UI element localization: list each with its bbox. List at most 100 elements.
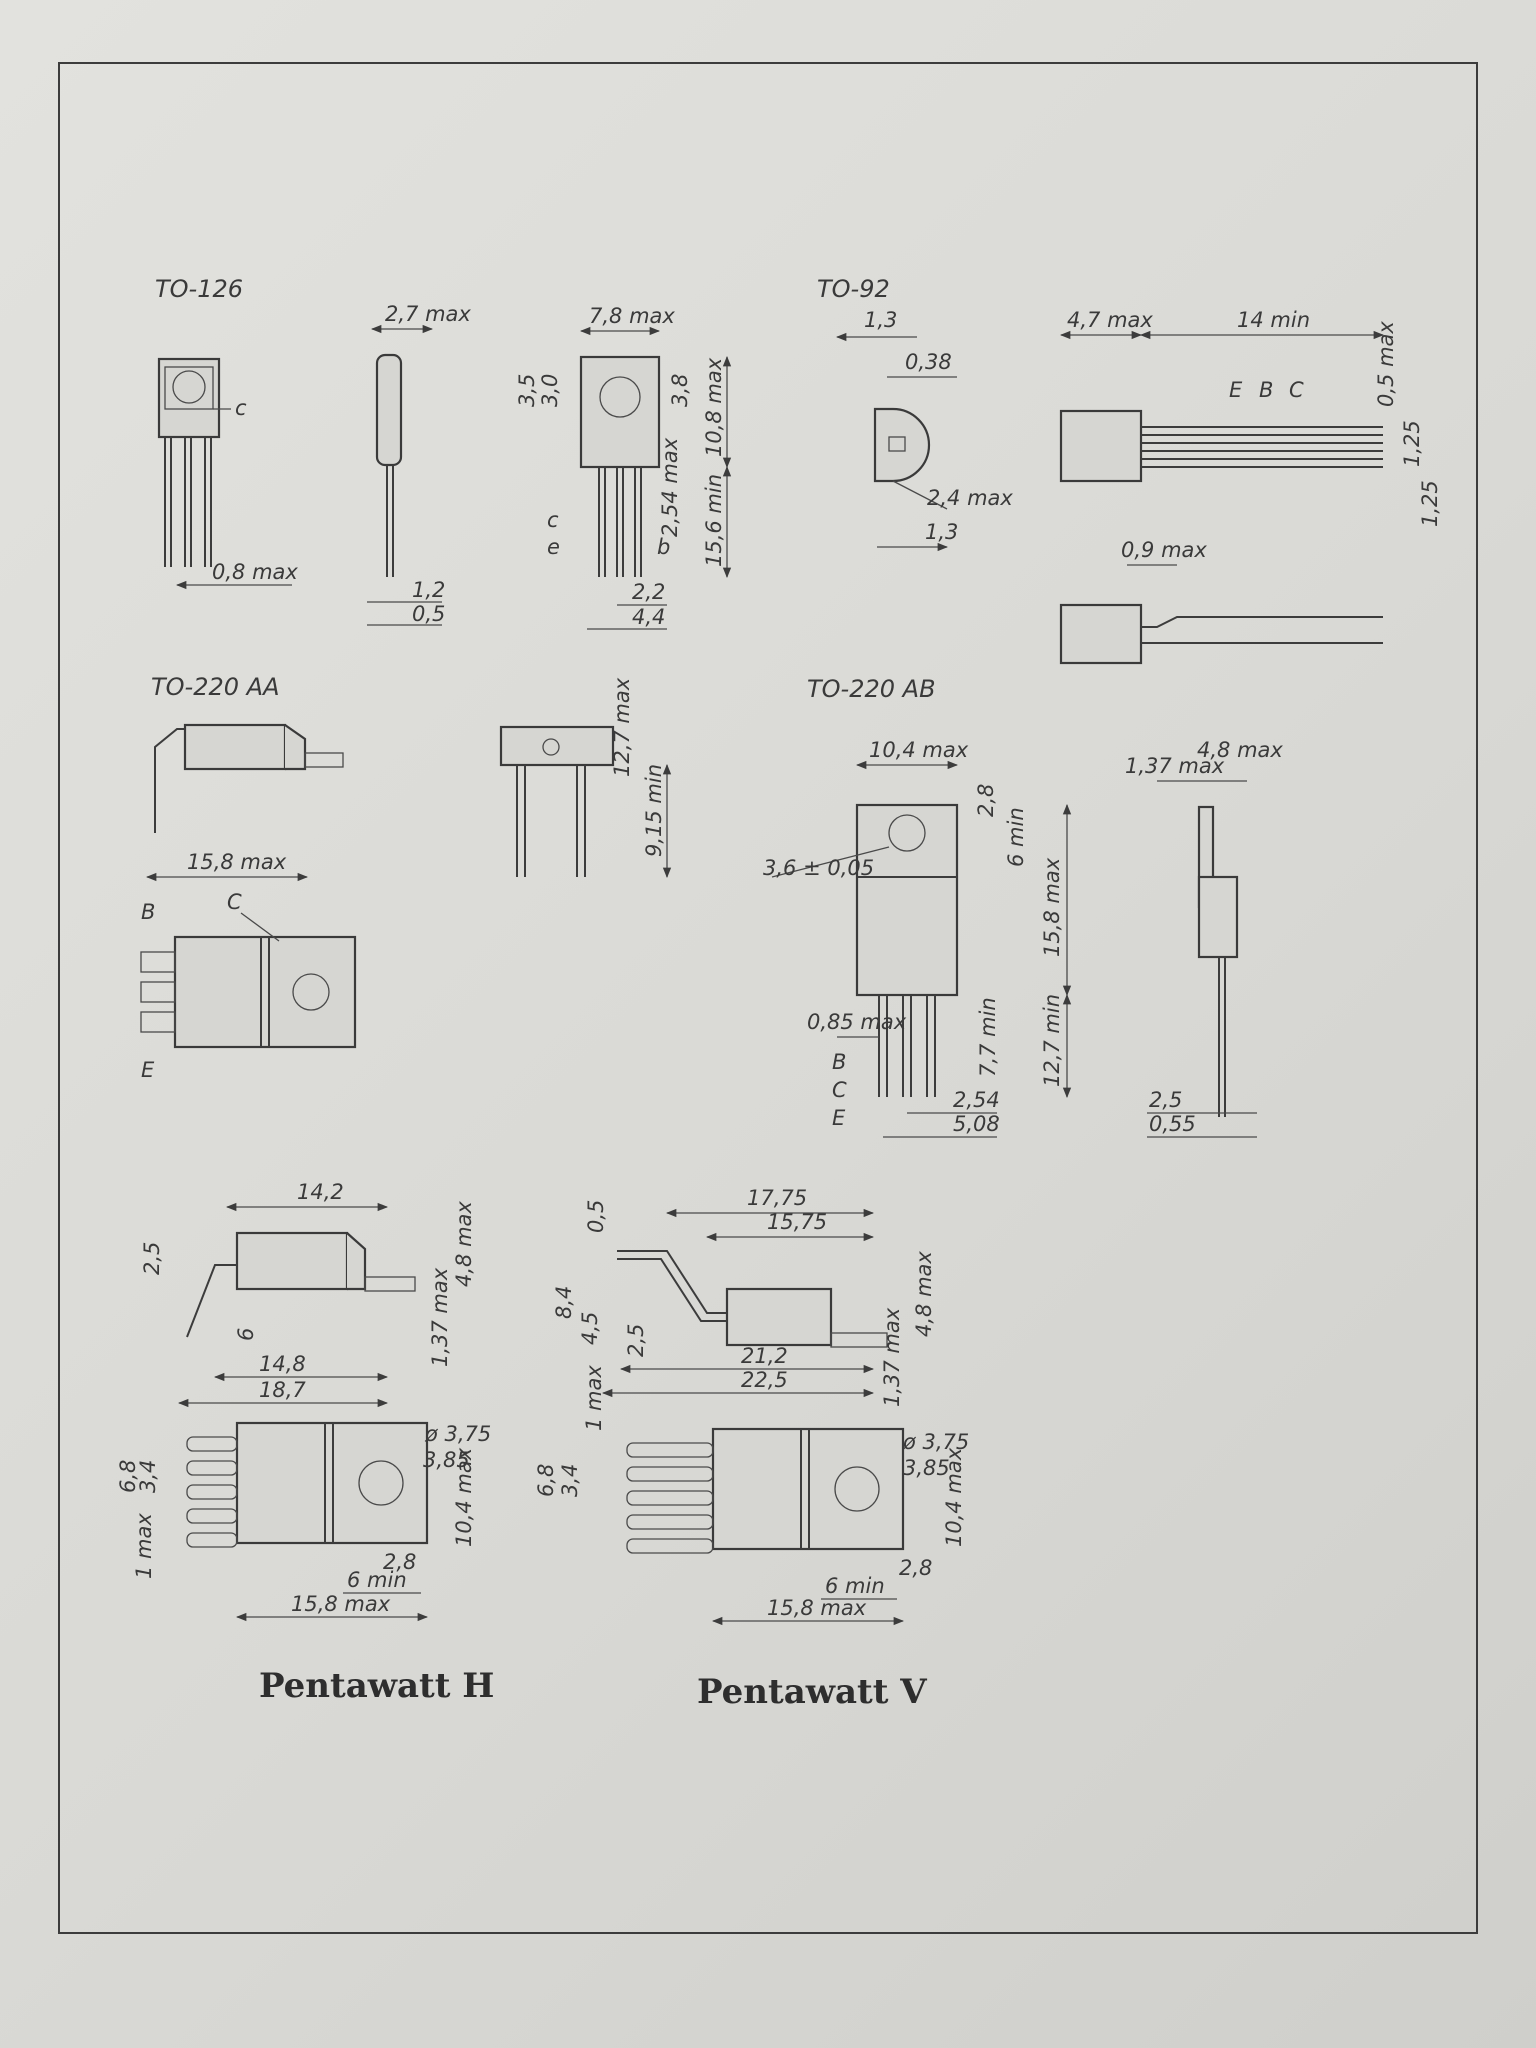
to220aa-top-body [173, 935, 357, 1049]
pwh-dim-2-5: 2,5 [140, 1242, 164, 1275]
to220aa-pin-b: B [141, 900, 155, 924]
to220ab-dim-15-8: 15,8 max [1040, 857, 1064, 957]
to92-pin-b: B [1259, 378, 1273, 402]
to220aa-dim-9-15: 9,15 min [642, 764, 666, 857]
pwh-dim-3-4: 3,4 [136, 1460, 160, 1493]
to220ab-mounting-hole [888, 814, 926, 852]
to220ab-dim-12-7: 12,7 min [1040, 994, 1064, 1087]
to126-mounting-hole [172, 370, 206, 404]
to126-pin-e: e [547, 535, 560, 559]
to220ab-dim-2-54: 2,54 [953, 1088, 1000, 1112]
to220ab-dim-1-37: 1,37 max [1125, 754, 1225, 778]
to220aa-dim-15-8: 15,8 max [187, 850, 287, 874]
pwh-dim-2-8: 2,8 [383, 1550, 416, 1574]
to220aa-end-body [499, 725, 615, 767]
to126-dim-height: 10,8 max [702, 357, 726, 457]
pwh-dim-10-4: 10,4 max [452, 1447, 476, 1547]
pwv-caption: Pentawatt V [697, 1672, 927, 1712]
pwh-side-body [235, 1231, 349, 1291]
to220aa-pin-c: C [227, 890, 242, 914]
to220aa-pin-e: E [141, 1058, 155, 1082]
to126-side-body [375, 353, 403, 467]
to220ab-pin-c: C [832, 1078, 847, 1102]
to220ab-dim-5-08: 5,08 [953, 1112, 1000, 1136]
pwv-side-body [725, 1287, 833, 1347]
pwh-dim-1-37: 1,37 max [428, 1267, 452, 1367]
pentawatt-v-group: 0,5 17,75 15,75 4,8 max 8,4 4,5 2,5 21,2… [534, 1186, 969, 1712]
to126-dim-lead-length: 15,6 min [702, 474, 726, 567]
to92-dim-4-7: 4,7 max [1067, 308, 1153, 332]
to126-pin-b: b [657, 535, 670, 559]
to220ab-dim-6-min: 6 min [1004, 807, 1028, 867]
to126-dim-3-0: 3,0 [538, 374, 562, 407]
pwv-dim-6-8: 6,8 [534, 1464, 558, 1497]
to220aa-title: TO-220 AA [151, 673, 279, 701]
to126-dim-3-5: 3,5 [515, 374, 539, 407]
pwh-caption: Pentawatt H [259, 1666, 494, 1706]
pwh-dim-14-2: 14,2 [297, 1180, 344, 1204]
to126-title: TO-126 [155, 275, 243, 303]
to220ab-dim-2-8: 2,8 [974, 784, 998, 817]
to126-pin-c: c [547, 508, 559, 532]
to220ab-dim-4-8: 4,8 max [1197, 738, 1283, 762]
to92-dim-1-3-top: 1,3 [864, 308, 897, 332]
to126-group: TO-126 c 0,8 max 2,7 m [155, 275, 732, 630]
to92-bent-body [1059, 603, 1143, 665]
pwh-dim-15-8: 15,8 max [291, 1592, 391, 1616]
to220ab-dim-2-5: 2,5 [1149, 1088, 1182, 1112]
to220ab-front-body [855, 803, 959, 997]
to220ab-group: TO-220 AB 10,4 max 2,8 6 min 3,6 ± 0,05 … [763, 675, 1283, 1138]
pwh-dim-6: 6 [234, 1328, 258, 1341]
to92-end-body [873, 407, 931, 483]
to126-dim-body [579, 355, 661, 469]
pwv-dim-4-8: 4,8 max [912, 1251, 936, 1337]
to92-dim-14-min: 14 min [1237, 308, 1310, 332]
pwh-dim-1-max: 1 max [132, 1513, 156, 1579]
to92-dim-0-5: 0,5 max [1374, 321, 1398, 407]
pwh-dim-3-85: 3,85 [423, 1448, 470, 1472]
to92-dim-1-25-b: 1,25 [1418, 480, 1442, 527]
pwv-dim-8-4: 8,4 [552, 1286, 576, 1319]
to126-dim-2-2: 2,2 [632, 580, 665, 604]
pwv-dim-0-5: 0,5 [584, 1200, 608, 1233]
to126-dim-0-5: 0,5 [412, 602, 445, 626]
to126-dim-thickness: 2,7 max [385, 302, 471, 326]
to220ab-dim-width: 10,4 max [869, 738, 969, 762]
to220ab-pin-e: E [832, 1106, 846, 1130]
to126-dim-1-2: 1,2 [412, 578, 445, 602]
to126-dim-lead: 0,8 max [212, 560, 298, 584]
to220aa-dim-12-7: 12,7 max [610, 677, 634, 777]
to92-dim-2-4: 2,4 max [927, 486, 1013, 510]
to92-title: TO-92 [817, 275, 890, 303]
pwh-dim-hole: ø 3,75 [424, 1422, 491, 1446]
pwv-dim-15-75: 15,75 [767, 1210, 827, 1234]
pwv-dim-21-2: 21,2 [741, 1344, 788, 1368]
to220ab-pin-b: B [832, 1050, 846, 1074]
pwv-dim-6-min: 6 min [825, 1574, 885, 1598]
pwv-dim-10-4: 10,4 max [942, 1447, 966, 1547]
pwv-dim-22-5: 22,5 [741, 1368, 788, 1392]
pwv-dim-4-5: 4,5 [578, 1312, 602, 1345]
to92-dim-1-3-bottom: 1,3 [925, 520, 958, 544]
frame-border [58, 62, 1478, 1934]
pwv-dim-15-8: 15,8 max [767, 1596, 867, 1620]
to220ab-dim-hole: 3,6 ± 0,05 [763, 856, 874, 880]
pwh-dim-14-8: 14,8 [259, 1352, 306, 1376]
pwv-dim-hole: ø 3,75 [902, 1430, 969, 1454]
to220ab-side-body [1197, 875, 1239, 959]
to220ab-dim-7-7: 7,7 min [976, 997, 1000, 1077]
pwv-dim-2-5: 2,5 [624, 1324, 648, 1357]
to126-front-body [157, 357, 221, 439]
to92-pin-e: E [1229, 378, 1243, 402]
pwv-dim-1-max: 1 max [582, 1365, 606, 1431]
to126-lead-c: c [235, 396, 247, 420]
pwh-dim-4-8: 4,8 max [452, 1201, 476, 1287]
to220aa-side-body [183, 723, 287, 771]
to126-dim-pitch: 2,54 max [658, 437, 682, 537]
to126-dim-3-8: 3,8 [668, 374, 692, 407]
to126-dim-4-4: 4,4 [632, 605, 665, 629]
pwv-dim-3-85: 3,85 [903, 1456, 950, 1480]
to92-dim-0-9: 0,9 max [1121, 538, 1207, 562]
to220ab-dim-0-85: 0,85 max [807, 1010, 907, 1034]
